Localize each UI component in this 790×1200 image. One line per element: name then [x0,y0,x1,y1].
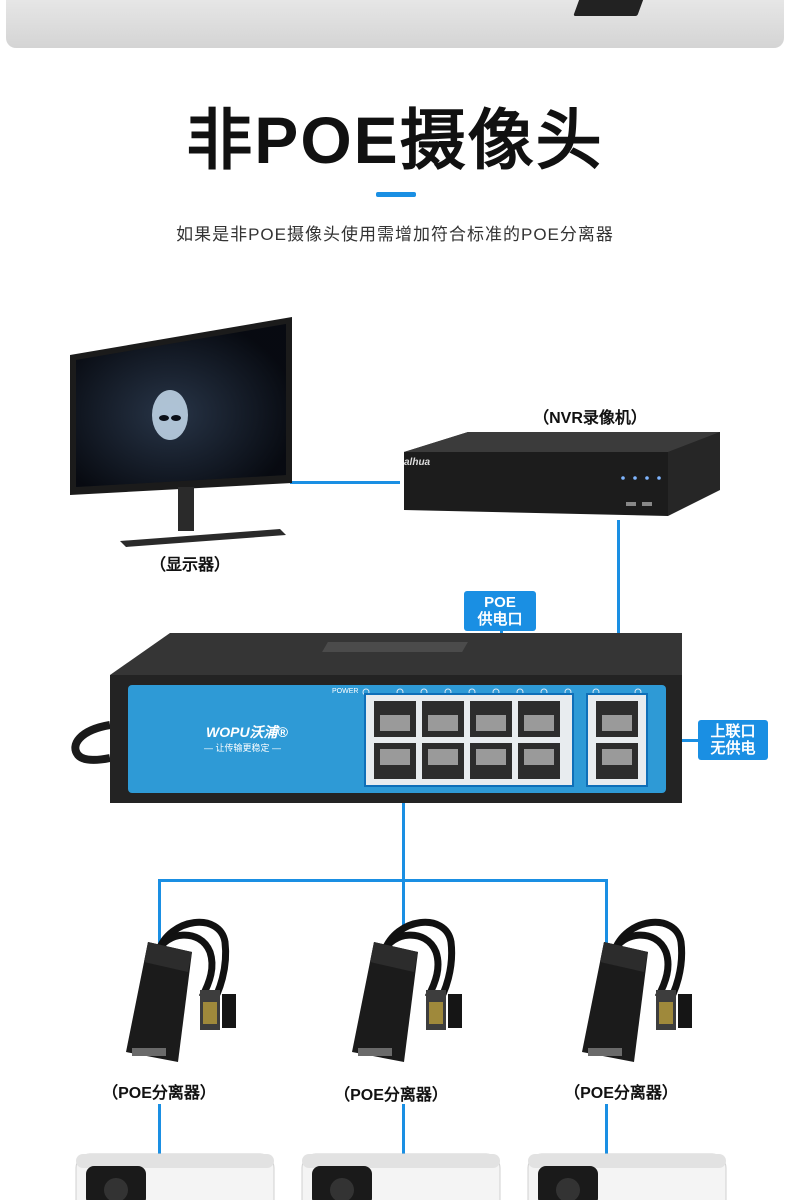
switch-brand: WOPU沃浦® [206,724,288,740]
camera-image-3 [527,1153,727,1200]
monitor-caption: （显示器） [149,557,230,574]
switch-power-label: POWER [332,688,359,695]
splitter-caption-3: （POE分离器） [564,1085,678,1102]
poe-supply-line2: 供电口 [477,611,523,628]
nvr-brand: alhua [404,457,431,468]
uplink-line2: 无供电 [710,740,756,757]
switch-top-logo [322,642,468,652]
wire-drop-left [158,879,161,949]
page-subtitle: 如果是非POE摄像头使用需增加符合标准的POE分离器 [176,225,614,244]
poe-ports-group [364,693,574,787]
wire-distribution-bus [158,879,608,882]
title-underline [376,192,416,197]
poe-splitter-image-1 [126,918,236,1062]
uplink-badge: 上联口 无供电 [698,720,768,760]
uplink-ports-group [586,693,648,787]
wire-camera-mid [402,1104,405,1154]
switch-slogan: — 让传输更稳定 — [204,743,282,753]
nvr-image [404,432,720,516]
wire-nvr-switch [617,520,620,692]
top-image-card [6,0,784,48]
uplink-line1: 上联口 [710,723,756,740]
poe-ports-grid [374,701,560,779]
wire-switch-down [402,788,405,928]
monitor-image [70,317,292,547]
top-device-fragment [573,0,647,16]
nvr-caption: （NVR录像机） [533,410,647,427]
page-title: 非POE摄像头 [186,103,604,177]
wire-camera-right [605,1104,608,1154]
poe-splitter-image-3 [582,918,692,1062]
wire-drop-right [605,879,608,949]
splitter-caption-2: （POE分离器） [334,1087,448,1104]
poe-splitter-image-2 [352,918,462,1062]
poe-supply-line1: POE [484,594,516,611]
splitter-caption-1: （POE分离器） [102,1085,216,1102]
poe-supply-badge: POE 供电口 [464,591,536,631]
wire-camera-left [158,1104,161,1154]
uplink-ports-grid [596,701,638,779]
camera-image-2 [301,1153,501,1200]
wire-monitor-nvr [290,481,400,484]
camera-image-1 [75,1153,275,1200]
